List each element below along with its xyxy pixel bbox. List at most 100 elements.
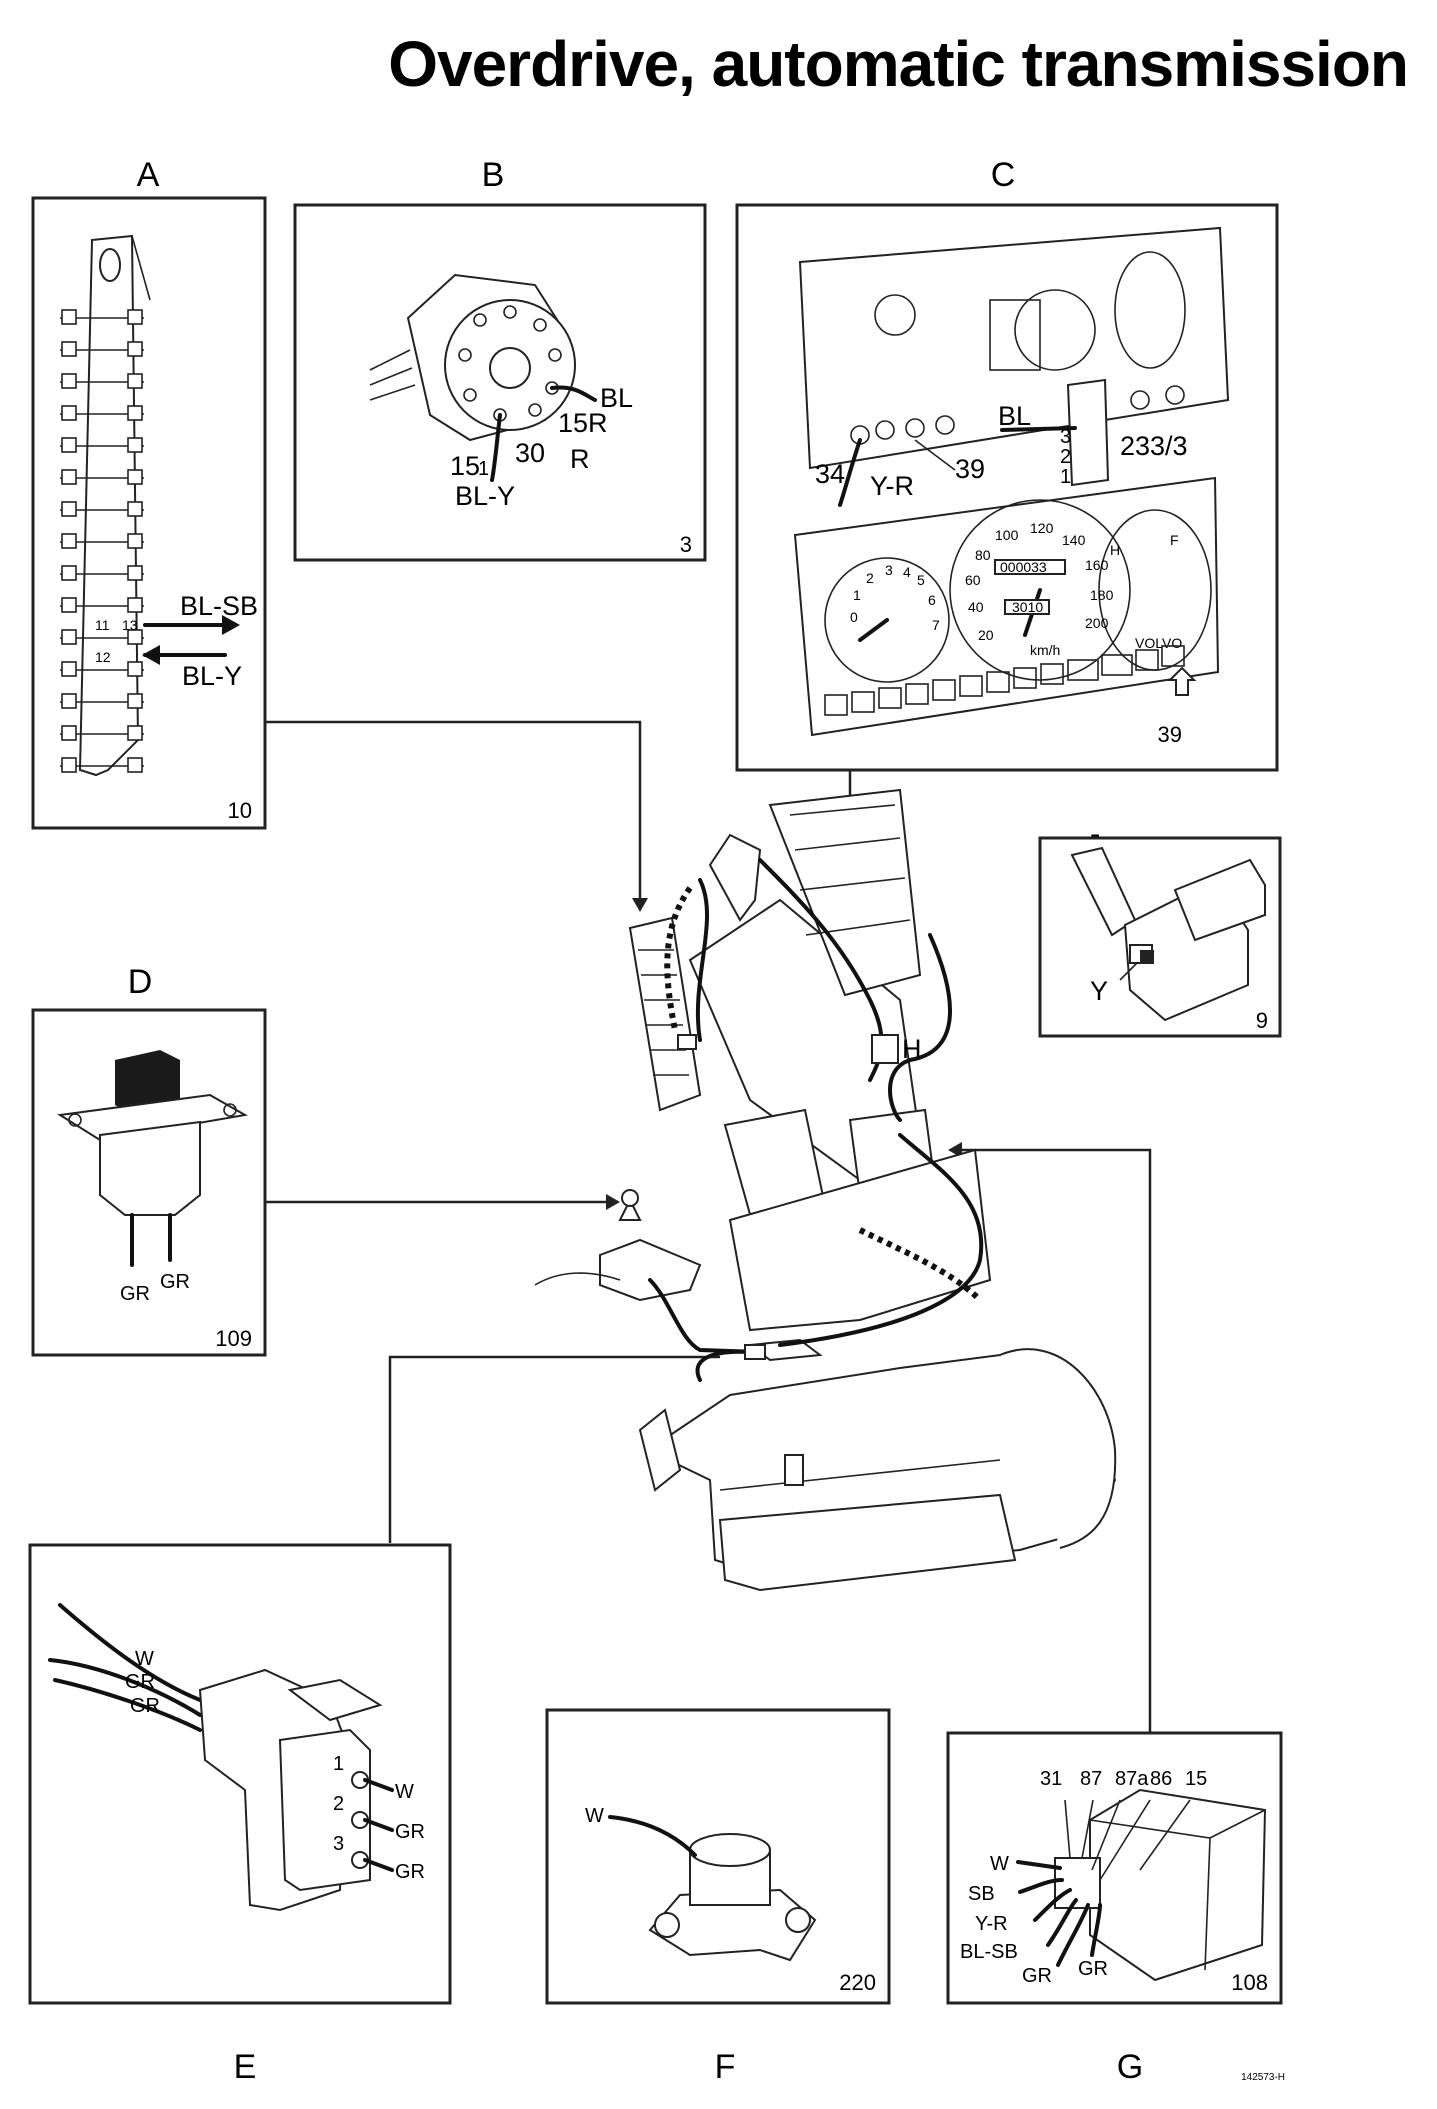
panel-d-letter: D (128, 963, 153, 1001)
tacho-6: 6 (928, 592, 936, 608)
panel-e: E W GR GR 1 2 3 W GR GR (28, 1543, 452, 2086)
temp-h: H (1110, 542, 1120, 558)
connector-h-label: H (902, 1034, 922, 1064)
panel-f-number: 220 (839, 1970, 876, 1995)
panel-c-number: 39 (1158, 722, 1182, 747)
wire-w: W (395, 1781, 414, 1803)
connector-233-3: 233/3 (1120, 431, 1188, 461)
panel-d: D 109 GR GR (31, 963, 267, 1357)
speedo-60: 60 (965, 572, 981, 588)
terminal-39: 39 (955, 454, 985, 484)
terminal-87: 87 (1080, 1768, 1102, 1790)
speedo-120: 120 (1030, 520, 1054, 536)
panel-j-number: 9 (1256, 1008, 1268, 1033)
pin-12: 12 (95, 649, 111, 665)
odometer: 000033 (1000, 559, 1047, 575)
tripmeter: 3010 (1012, 599, 1043, 615)
terminal-86: 86 (1150, 1768, 1172, 1790)
wire-y-r: Y-R (870, 471, 914, 501)
terminal-bl: BL (600, 383, 633, 413)
pin-2: 2 (333, 1793, 344, 1815)
terminal-15: 15 (1185, 1768, 1207, 1790)
speedo-80: 80 (975, 547, 991, 563)
figure-code: 142573-H (1241, 2072, 1285, 2083)
pin-11: 11 (95, 617, 110, 633)
automatic-transmission (638, 1348, 1117, 1592)
tacho-5: 5 (917, 572, 925, 588)
speedo-160: 160 (1085, 557, 1109, 573)
tacho-1: 1 (853, 587, 861, 603)
panel-b-letter: B (482, 156, 505, 194)
speedo-40: 40 (968, 599, 984, 615)
panel-g: G 108 142573-H 31 87 87a 86 15 W SB Y-R … (946, 1731, 1285, 2086)
panel-j: J 9 Y (1038, 828, 1282, 1038)
terminal-1: 1 (478, 458, 489, 480)
connection-lines (265, 720, 1152, 1738)
wire-gr: GR (130, 1695, 160, 1717)
transmission-tunnel-assembly (534, 788, 992, 1362)
fuel-f: F (1170, 532, 1179, 548)
wire-y: Y (1090, 976, 1108, 1006)
speedo-180: 180 (1090, 587, 1114, 603)
wire-gr: GR (125, 1671, 155, 1693)
wire-gr: GR (160, 1271, 190, 1293)
panel-b: B 3 BL 15R 30 R 15 1 BL-Y (293, 156, 707, 562)
wire-gr: GR (1078, 1958, 1108, 1980)
wire-sb: SB (968, 1883, 995, 1905)
speedo-20: 20 (978, 627, 994, 643)
panel-f: F 220 W (545, 1708, 891, 2086)
connector-pin-1: 1 (1060, 466, 1071, 488)
wire-bl-y: BL-Y (182, 661, 242, 691)
pressure-switch (648, 1833, 817, 1962)
panel-b-number: 3 (680, 532, 692, 557)
tacho-3: 3 (885, 562, 893, 578)
selector-connector (1070, 846, 1266, 1022)
panel-d-number: 109 (215, 1326, 252, 1351)
instrument-cluster-front: 0 1 2 3 4 5 6 7 20 40 60 80 100 120 140 … (793, 476, 1220, 737)
connector-pin-3: 3 (1060, 426, 1071, 448)
panel-c-letter: C (991, 156, 1016, 194)
speedo-100: 100 (995, 527, 1019, 543)
wire-gr: GR (395, 1861, 425, 1883)
wire-w: W (990, 1853, 1009, 1875)
terminal-34: 34 (815, 459, 845, 489)
panel-e-letter: E (234, 2048, 257, 2086)
ignition-switch (369, 273, 576, 442)
speed-unit: km/h (1030, 642, 1060, 658)
panel-g-number: 108 (1231, 1970, 1268, 1995)
wire-gr: GR (395, 1821, 425, 1843)
terminal-15: 15 (450, 451, 480, 481)
brand-volvo: VOLVO (1135, 635, 1182, 651)
panel-f-letter: F (715, 2048, 736, 2086)
wire-w: W (585, 1805, 604, 1827)
connector-block (48, 1603, 383, 1912)
wire-bl-sb: BL-SB (180, 591, 258, 621)
pin-1: 1 (333, 1753, 344, 1775)
terminal-87a: 87a (1115, 1768, 1149, 1790)
tacho-7: 7 (932, 617, 940, 633)
terminal-r: R (570, 444, 590, 474)
fuse-box-terminal-strip: 11 12 13 (60, 234, 151, 777)
pin-3: 3 (333, 1833, 344, 1855)
wire-gr: GR (120, 1283, 150, 1305)
tacho-0: 0 (850, 609, 858, 625)
terminal-15r: 15R (558, 408, 608, 438)
panel-a-letter: A (137, 156, 160, 194)
panel-g-letter: G (1117, 2048, 1143, 2086)
tacho-4: 4 (903, 564, 911, 580)
terminal-30: 30 (515, 438, 545, 468)
wire-bl-y: BL-Y (455, 481, 515, 511)
speedo-140: 140 (1062, 532, 1086, 548)
connector-pin-2: 2 (1060, 446, 1071, 468)
panel-a-number: 10 (228, 798, 252, 823)
tacho-2: 2 (866, 570, 874, 586)
panel-a: A 10 (31, 156, 267, 830)
instrument-cluster-rear (798, 226, 1230, 487)
overdrive-switch (57, 1050, 248, 1267)
wire-bl: BL (998, 401, 1031, 431)
wire-w: W (135, 1648, 154, 1670)
pin-13: 13 (122, 617, 138, 633)
speedo-200: 200 (1085, 615, 1109, 631)
terminal-31: 31 (1040, 1768, 1062, 1790)
